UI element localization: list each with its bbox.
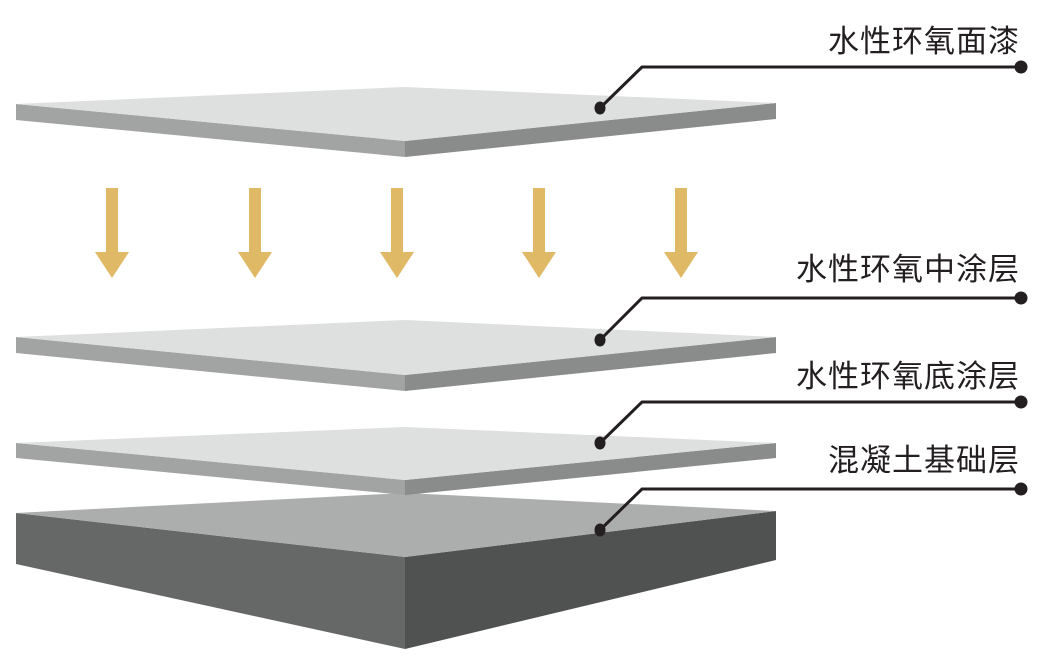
plate-side-right	[405, 103, 776, 157]
leader-dot-start	[594, 523, 606, 537]
plate-side-right	[405, 443, 776, 495]
down-arrow-icon	[380, 188, 414, 278]
leader-dot-end	[1014, 395, 1028, 409]
plate-side-left	[16, 337, 405, 391]
arrows-group	[95, 188, 698, 278]
leader-dot-start	[594, 101, 606, 115]
plate-top-face	[16, 320, 776, 375]
down-arrow-icon	[522, 188, 556, 278]
plate-side-right	[405, 337, 776, 391]
down-arrow-icon	[664, 188, 698, 278]
plates-group	[16, 87, 776, 649]
leader-line	[598, 65, 1021, 110]
plate-side-left	[16, 104, 405, 157]
leader-line	[598, 487, 1021, 532]
leader-primer	[594, 395, 1028, 450]
label-topcoat: 水性环氧面漆	[828, 24, 1020, 60]
leader-dot-end	[1014, 482, 1028, 496]
leader-topcoat	[594, 60, 1028, 115]
leader-concrete-base	[594, 482, 1028, 537]
down-arrow-icon	[238, 188, 272, 278]
leader-line	[598, 296, 1021, 342]
leader-dot-start	[594, 436, 606, 450]
plate-side-left	[16, 513, 405, 649]
plate-top-face	[16, 427, 776, 480]
plate-top-face	[16, 493, 776, 557]
label-concrete-base: 混凝土基础层	[828, 443, 1020, 479]
plate-concrete-base	[16, 493, 776, 649]
label-middle-coat: 水性环氧中涂层	[796, 252, 1020, 288]
plate-middle-coat	[16, 320, 776, 391]
plate-top-face	[16, 87, 776, 141]
leader-dot-end	[1014, 291, 1028, 305]
label-primer: 水性环氧底涂层	[796, 359, 1020, 395]
leader-dot-end	[1014, 60, 1028, 74]
leader-dot-start	[594, 333, 606, 347]
leader-middle-coat	[594, 291, 1028, 347]
plate-side-left	[16, 443, 405, 495]
leader-line	[598, 400, 1021, 445]
plate-primer	[16, 427, 776, 495]
plate-topcoat	[16, 87, 776, 157]
down-arrow-icon	[95, 188, 129, 278]
leaders-group	[594, 60, 1028, 537]
